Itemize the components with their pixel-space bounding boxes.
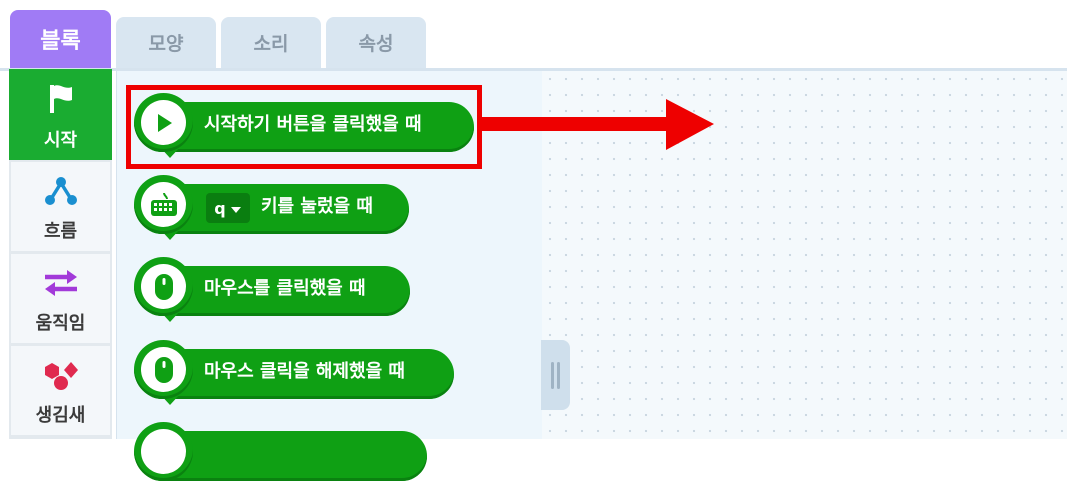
block-start-clicked[interactable]: 시작하기 버튼을 클릭했을 때 (134, 93, 474, 158)
category-move[interactable]: 움직임 (11, 254, 110, 343)
block-mouse-released[interactable]: 마우스 클릭을 해제했을 때 (134, 340, 454, 405)
script-canvas[interactable] (542, 71, 1067, 439)
play-icon (141, 100, 186, 145)
mouse-icon (141, 429, 186, 474)
shapes-icon (42, 360, 80, 397)
keyboard-icon (141, 182, 186, 227)
annotation-arrow (480, 99, 714, 150)
category-sidebar: 시작 흐름 움직임 (9, 69, 112, 439)
tab-divider (0, 68, 1067, 71)
block-label: 마우스를 클릭했을 때 (204, 278, 366, 299)
move-arrows-icon (41, 268, 81, 303)
mouse-icon (141, 347, 186, 392)
key-value: q (214, 198, 226, 218)
block-label: 키를 눌렀을 때 (261, 196, 373, 217)
category-flow[interactable]: 흐름 (11, 162, 110, 251)
block-badge (134, 340, 193, 399)
block-badge (134, 93, 193, 152)
flow-icon (44, 176, 78, 211)
category-label: 생김새 (35, 405, 86, 426)
tab-sounds[interactable]: 소리 (221, 17, 321, 68)
category-label: 움직임 (35, 313, 86, 334)
highlight-box (126, 85, 482, 169)
tab-bar: 블록 모양 소리 속성 (0, 0, 1067, 68)
block-label: 마우스 클릭을 해제했을 때 (204, 361, 405, 382)
category-looks[interactable]: 생김새 (11, 346, 110, 435)
tab-properties[interactable]: 속성 (326, 17, 426, 68)
block-mouse-clicked[interactable]: 마우스를 클릭했을 때 (134, 257, 410, 322)
chevron-down-icon (230, 199, 242, 218)
key-dropdown[interactable]: q (206, 193, 250, 223)
block-label: 시작하기 버튼을 클릭했을 때 (204, 114, 422, 135)
block-key-pressed[interactable]: q 키를 눌렀을 때 (134, 175, 409, 240)
category-start[interactable]: 시작 (9, 69, 112, 160)
block-badge (134, 422, 193, 481)
flag-icon (46, 83, 76, 120)
category-label: 시작 (43, 130, 78, 151)
mouse-icon (141, 264, 186, 309)
palette-resize-handle[interactable] (541, 340, 570, 410)
block-badge (134, 257, 193, 316)
tab-blocks[interactable]: 블록 (10, 10, 111, 68)
tab-shapes[interactable]: 모양 (116, 17, 216, 68)
category-label: 흐름 (43, 221, 78, 242)
block-badge (134, 175, 193, 234)
